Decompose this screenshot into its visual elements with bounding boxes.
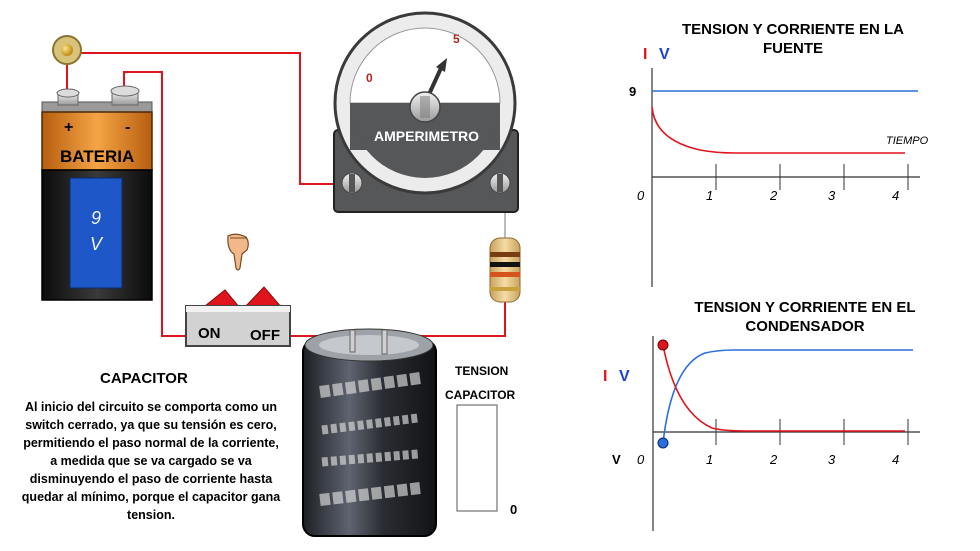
wire-battery-negative <box>123 71 186 337</box>
pointing-hand-icon <box>227 233 249 271</box>
capacitor-markings-logo <box>319 372 421 506</box>
battery-terminal-negative <box>110 85 140 106</box>
battery-plus-label: + <box>64 119 74 136</box>
battery-minus-label: - <box>125 119 131 136</box>
chart-capacitor-voltage-curve <box>662 349 913 444</box>
ammeter-needle-tip <box>436 58 447 72</box>
chart-capacitor-tick-0: 0 <box>637 452 645 467</box>
tension-capacitor-label-1: TENSION <box>455 364 509 378</box>
switch-off-label: OFF <box>250 327 280 344</box>
chart-capacitor-ticks <box>715 419 909 445</box>
capacitor <box>302 328 437 537</box>
chart-source-ticks <box>715 164 909 190</box>
terminal-post <box>52 35 82 65</box>
chart-source-tick-4: 4 <box>892 188 900 203</box>
capacitor-lead-left <box>349 329 356 353</box>
ammeter-screw-right <box>489 172 511 194</box>
chart-source-x-label: TIEMPO <box>886 135 929 147</box>
capacitor-body <box>302 339 437 537</box>
battery-voltage-unit: V <box>90 234 103 254</box>
chart-capacitor-title: TENSION Y CORRIENTE EN EL CONDENSADOR <box>694 299 916 335</box>
switch-body <box>185 305 291 347</box>
chart-capacitor-voltage-marker <box>657 437 669 449</box>
battery-terminal-positive <box>56 88 80 106</box>
ammeter-label: AMPERIMETRO <box>374 128 479 144</box>
switch <box>185 286 291 347</box>
ammeter <box>333 11 519 213</box>
wire-capacitor-resistor <box>386 302 506 337</box>
resistor <box>489 237 521 303</box>
chart-capacitor <box>652 336 920 531</box>
ammeter-scale-max: 5 <box>453 32 460 46</box>
ammeter-dial <box>349 27 501 104</box>
capacitor-title: CAPACITOR <box>100 370 188 387</box>
capacitor-description: Al inicio del circuito se comporta como … <box>21 400 281 522</box>
tension-capacitor-value: 0 <box>510 502 518 517</box>
capacitor-lead-right <box>381 329 388 355</box>
battery <box>41 85 153 301</box>
chart-source-tick-1: 1 <box>706 188 714 203</box>
chart-capacitor-v-label: V <box>619 368 630 385</box>
chart-source-current-curve <box>651 106 905 154</box>
chart-source-tick-2: 2 <box>770 188 778 203</box>
chart-capacitor-current-curve <box>662 344 905 432</box>
tension-capacitor-meter <box>456 404 498 512</box>
chart-source-v-label: V <box>659 46 670 63</box>
chart-source-i-label: I <box>643 46 648 63</box>
chart-source-tick-0: 0 <box>637 188 645 203</box>
tension-capacitor-label-2: CAPACITOR <box>445 388 516 402</box>
switch-on-label: ON <box>198 325 221 342</box>
battery-body-orange <box>41 111 153 171</box>
switch-indicator-right <box>242 286 284 309</box>
ammeter-screw-left <box>341 172 363 194</box>
chart-capacitor-tick-2: 2 <box>770 452 778 467</box>
battery-label: BATERIA <box>60 147 135 166</box>
chart-capacitor-i-label: I <box>603 368 608 385</box>
chart-capacitor-tick-4: 4 <box>892 452 900 467</box>
wire-top <box>67 52 337 185</box>
chart-source-title: TENSION Y CORRIENTE EN LA FUENTE <box>682 21 904 57</box>
circuit-wires <box>66 52 506 337</box>
chart-source <box>651 68 920 287</box>
battery-voltage-number: 9 <box>91 208 102 228</box>
chart-source-tick-3: 3 <box>828 188 836 203</box>
battery-label-panel <box>69 177 123 289</box>
chart-capacitor-current-marker <box>657 339 669 351</box>
chart-source-y-mark: 9 <box>629 84 637 99</box>
chart-capacitor-y-mark: V <box>612 452 621 467</box>
chart-capacitor-tick-3: 3 <box>828 452 836 467</box>
chart-capacitor-tick-1: 1 <box>706 452 714 467</box>
ammeter-scale-min: 0 <box>366 71 373 85</box>
